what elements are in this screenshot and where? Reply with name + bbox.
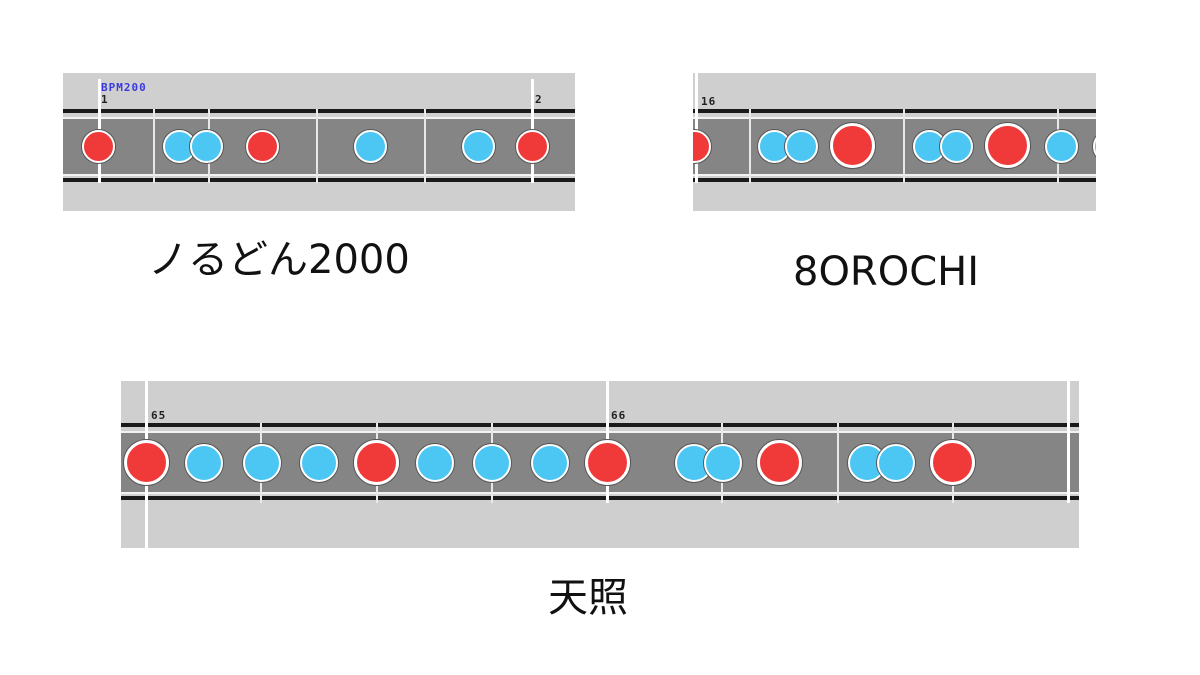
- top-rail: [63, 109, 575, 113]
- ka-note: [190, 130, 223, 163]
- ka-note: [185, 444, 223, 482]
- note-lane: [693, 117, 1096, 176]
- top-rail: [693, 109, 1096, 113]
- big-don-note: [985, 123, 1030, 168]
- beatline: [837, 423, 839, 503]
- don-note: [82, 130, 115, 163]
- big-don-note: [757, 440, 802, 485]
- measure-number: 2: [535, 93, 543, 106]
- player-name: 天照: [548, 575, 628, 621]
- bottom-rail: [121, 496, 1079, 500]
- ka-note: [416, 444, 454, 482]
- barline-67: [1067, 381, 1070, 503]
- measure-number: 16: [701, 95, 717, 108]
- chart-panel-amaterasu: 65 66: [121, 381, 1079, 548]
- beatline: [153, 109, 155, 183]
- big-don-note: [830, 123, 875, 168]
- beatline: [316, 109, 318, 183]
- ka-note: [243, 444, 281, 482]
- beatline: [903, 109, 905, 183]
- measure-number: 65: [151, 409, 167, 422]
- lane-top-edge: [693, 117, 1096, 119]
- chart-panel-8orochi: 16: [693, 73, 1096, 211]
- note-lane: [63, 117, 575, 176]
- ka-note: [940, 130, 973, 163]
- bpm-label: BPM200: [101, 81, 147, 94]
- measure-number: 1: [101, 93, 109, 106]
- top-rail: [121, 423, 1079, 427]
- player-name: 8OROCHI: [793, 249, 980, 295]
- beatline: [424, 109, 426, 183]
- ka-note: [462, 130, 495, 163]
- barline-16: [695, 73, 698, 183]
- lane-top-edge: [63, 117, 575, 119]
- ka-note: [704, 444, 742, 482]
- big-don-note: [124, 440, 169, 485]
- bottom-rail: [63, 178, 575, 182]
- big-don-note: [354, 440, 399, 485]
- ka-note: [531, 444, 569, 482]
- player-name: ノるどん2000: [148, 237, 410, 283]
- lane-bottom-edge: [693, 174, 1096, 176]
- don-note: [246, 130, 279, 163]
- lane-bottom-edge: [121, 492, 1079, 494]
- lane-bottom-edge: [63, 174, 575, 176]
- beatline: [749, 109, 751, 183]
- don-note: [516, 130, 549, 163]
- big-don-note: [930, 440, 975, 485]
- big-don-note: [585, 440, 630, 485]
- ka-note: [877, 444, 915, 482]
- lane-top-edge: [121, 431, 1079, 433]
- ka-note: [354, 130, 387, 163]
- chart-panel-norudon: BPM200 1 2: [63, 73, 575, 211]
- measure-number: 66: [611, 409, 627, 422]
- bottom-rail: [693, 178, 1096, 182]
- ka-note: [1045, 130, 1078, 163]
- ka-note: [300, 444, 338, 482]
- ka-note: [473, 444, 511, 482]
- ka-note: [785, 130, 818, 163]
